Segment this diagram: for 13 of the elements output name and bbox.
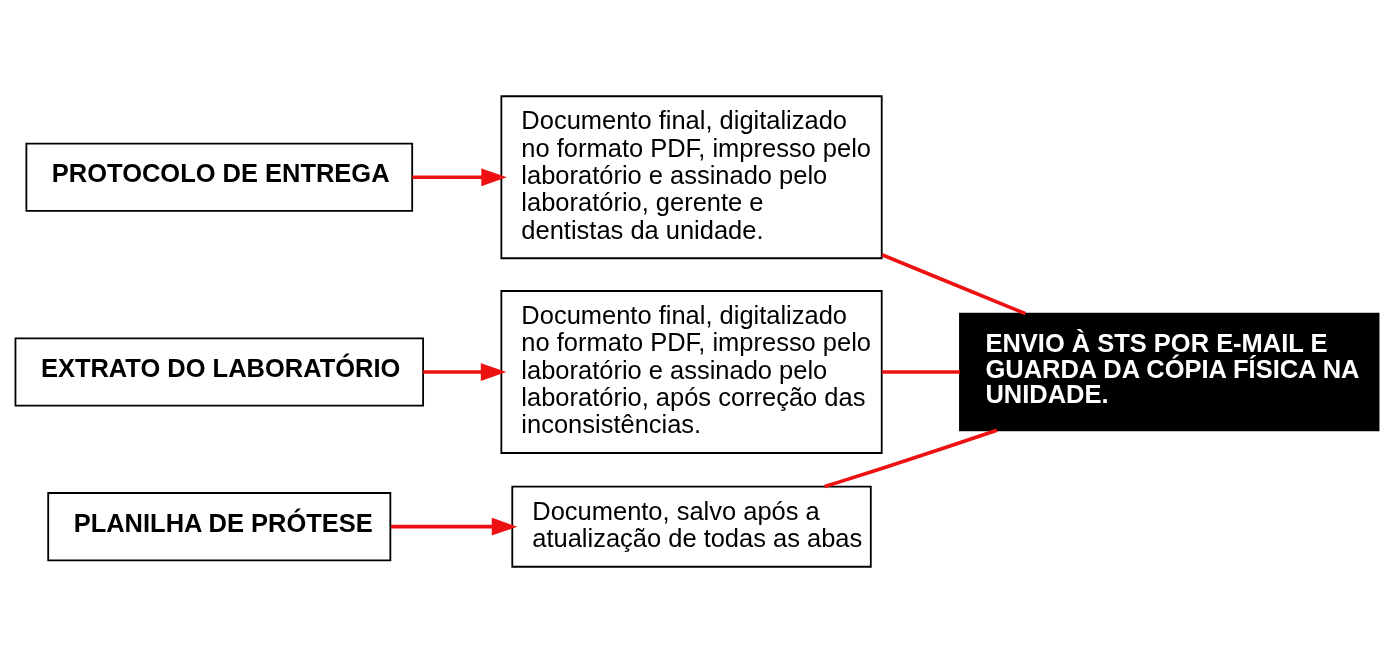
arrow <box>423 362 507 381</box>
arrow <box>412 167 507 186</box>
node-box: EXTRATO DO LABORATÓRIO <box>14 336 425 407</box>
arrow <box>390 517 518 536</box>
node-box: PLANILHA DE PRÓTESE <box>47 491 392 561</box>
node-box: Documento final, digitalizado no formato PDF, impresso pelo laboratório e assinado pelo laboratório, após correção das inconsistências. <box>500 289 883 454</box>
connector <box>824 428 998 488</box>
node-box: ENVIO À STS POR E-MAIL E GUARDA DA CÓPIA FÍSICA NA UNIDADE. <box>959 312 1380 431</box>
connector <box>882 369 960 374</box>
node-box: Documento, salvo após a atualização de todas as abas <box>511 485 872 568</box>
connector <box>881 252 1027 315</box>
node-box: PROTOCOLO DE ENTREGA <box>25 142 414 212</box>
node-box: Documento final, digitalizado no formato PDF, impresso pelo laboratório e assinado pelo laboratório, gerente e dentistas da unidade. <box>500 94 883 259</box>
